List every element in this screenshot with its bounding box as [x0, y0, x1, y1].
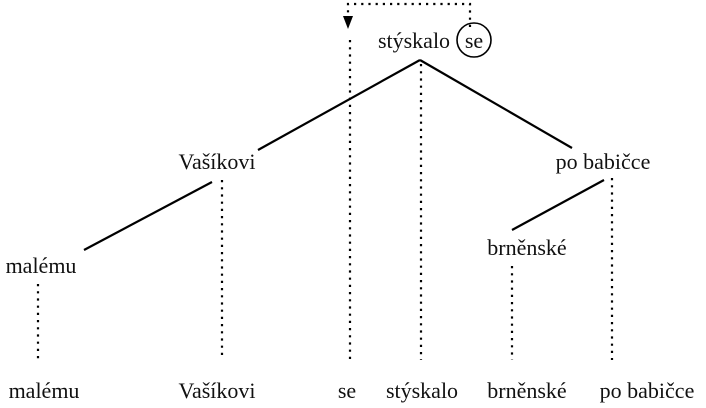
edge-vasikovi-malemu [83, 181, 213, 251]
node-po-babicce-label: po babičce [556, 149, 651, 174]
edge-root-po-babicce [419, 59, 573, 149]
node-vasikovi-label: Vašíkovi [179, 149, 256, 174]
edge-root-vasikovi [257, 59, 421, 151]
clitic-circle [456, 22, 492, 58]
node-clitic-se-label: se [465, 28, 483, 53]
edge-po-babicce-brnenske [511, 179, 605, 231]
node-malemu-label: malému [6, 253, 77, 278]
node-brnenske-label: brněnské [487, 235, 566, 260]
clitic-movement-path [346, 2, 472, 27]
surface-word-brnenske: brněnské [487, 378, 566, 403]
surface-word-po-babicce: po babičce [600, 378, 695, 403]
clitic-movement-arrowhead [343, 16, 353, 29]
surface-word-styskalo: stýskalo [386, 378, 458, 403]
surface-word-vasikovi: Vašíkovi [179, 378, 256, 403]
node-styskalo-label: stýskalo [378, 28, 450, 53]
surface-word-malemu: malému [9, 378, 80, 403]
surface-word-se: se [338, 378, 356, 403]
